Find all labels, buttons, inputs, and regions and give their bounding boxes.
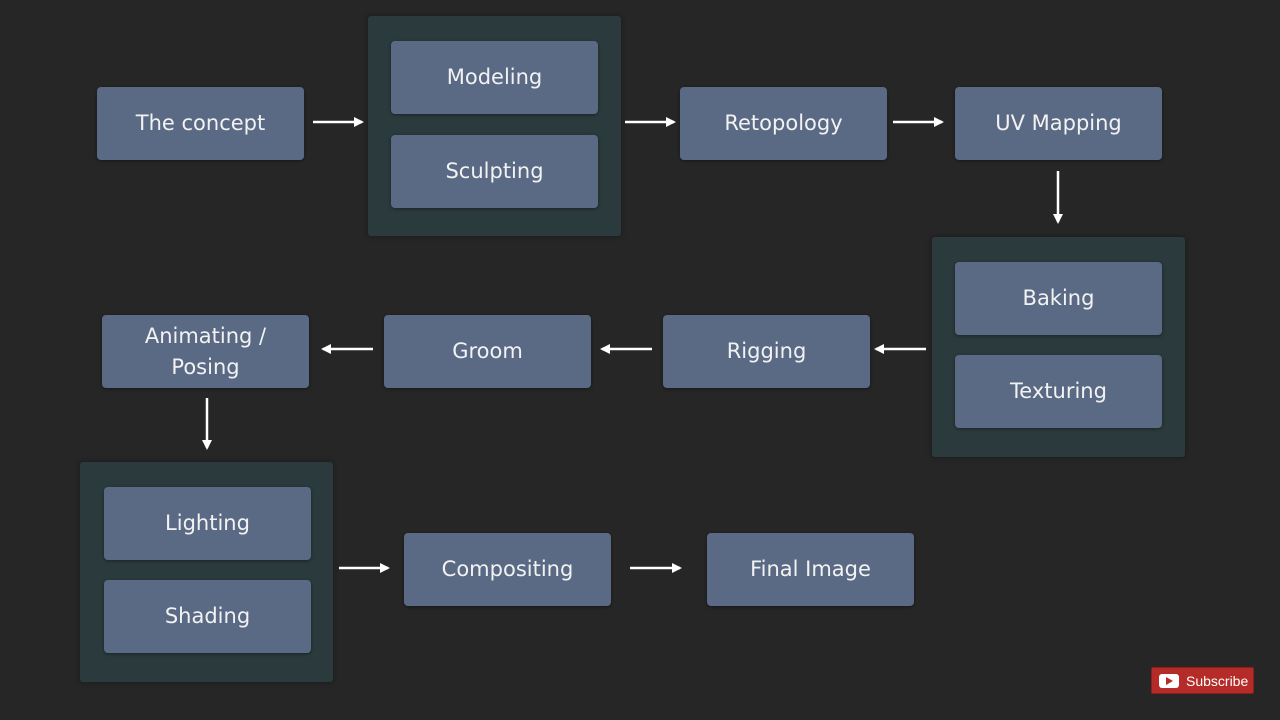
node-texturing: Texturing — [955, 355, 1162, 428]
node-uv-mapping: UV Mapping — [955, 87, 1162, 160]
node-concept: The concept — [97, 87, 304, 160]
node-baking: Baking — [955, 262, 1162, 335]
node-retopology: Retopology — [680, 87, 887, 160]
node-final-image: Final Image — [707, 533, 914, 606]
node-rigging: Rigging — [663, 315, 870, 388]
node-sculpting: Sculpting — [391, 135, 598, 208]
node-groom: Groom — [384, 315, 591, 388]
node-lighting: Lighting — [104, 487, 311, 560]
node-modeling: Modeling — [391, 41, 598, 114]
youtube-icon — [1159, 673, 1179, 688]
node-animating: Animating / Posing — [102, 315, 309, 388]
subscribe-button[interactable]: Subscribe — [1151, 667, 1254, 694]
subscribe-label: Subscribe — [1186, 672, 1249, 689]
node-compositing: Compositing — [404, 533, 611, 606]
node-shading: Shading — [104, 580, 311, 653]
